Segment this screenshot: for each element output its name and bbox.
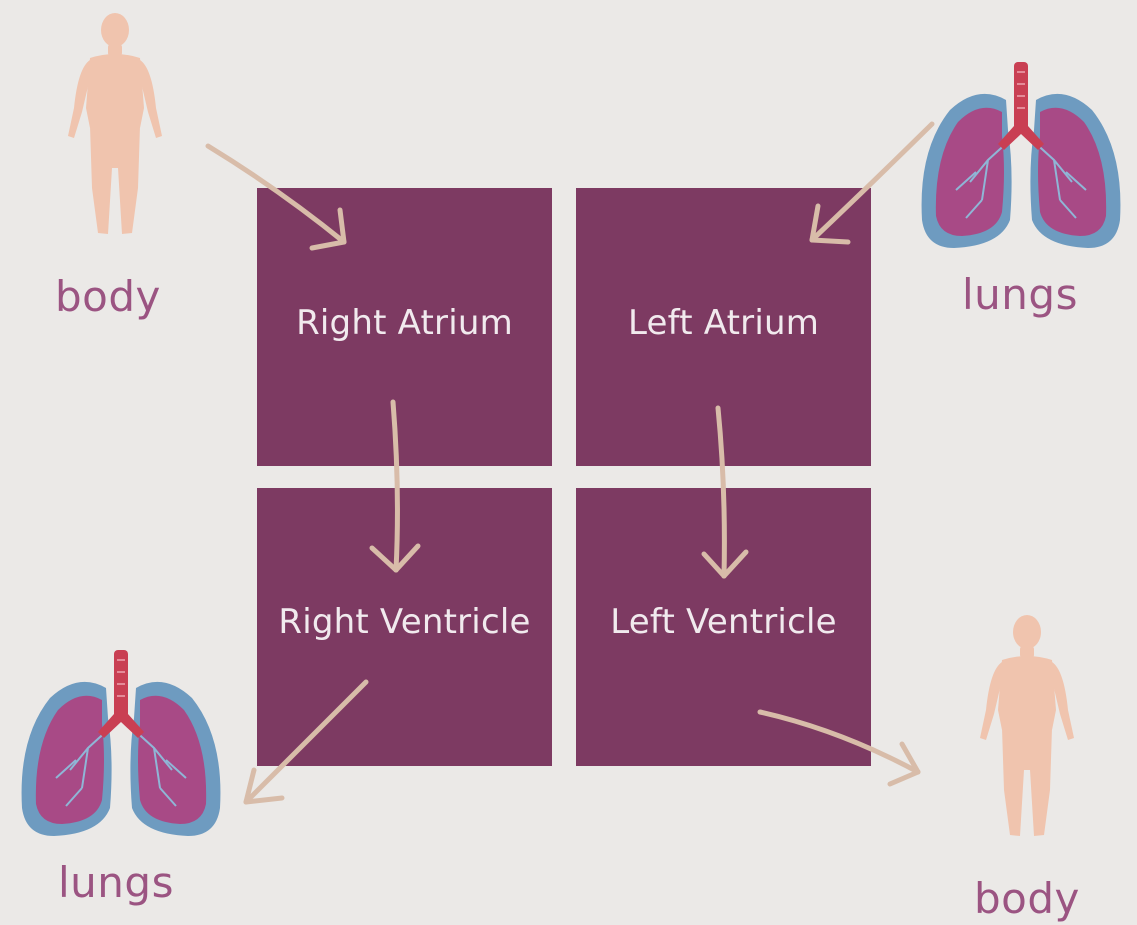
sketch-arrow-icon (372, 402, 418, 570)
sketch-arrow-icon (760, 712, 918, 784)
sketch-arrow-icon (704, 408, 746, 576)
sketch-arrow-icon (246, 682, 366, 802)
sketch-arrow-icon (812, 124, 932, 242)
sketch-arrow-icon (208, 146, 344, 248)
